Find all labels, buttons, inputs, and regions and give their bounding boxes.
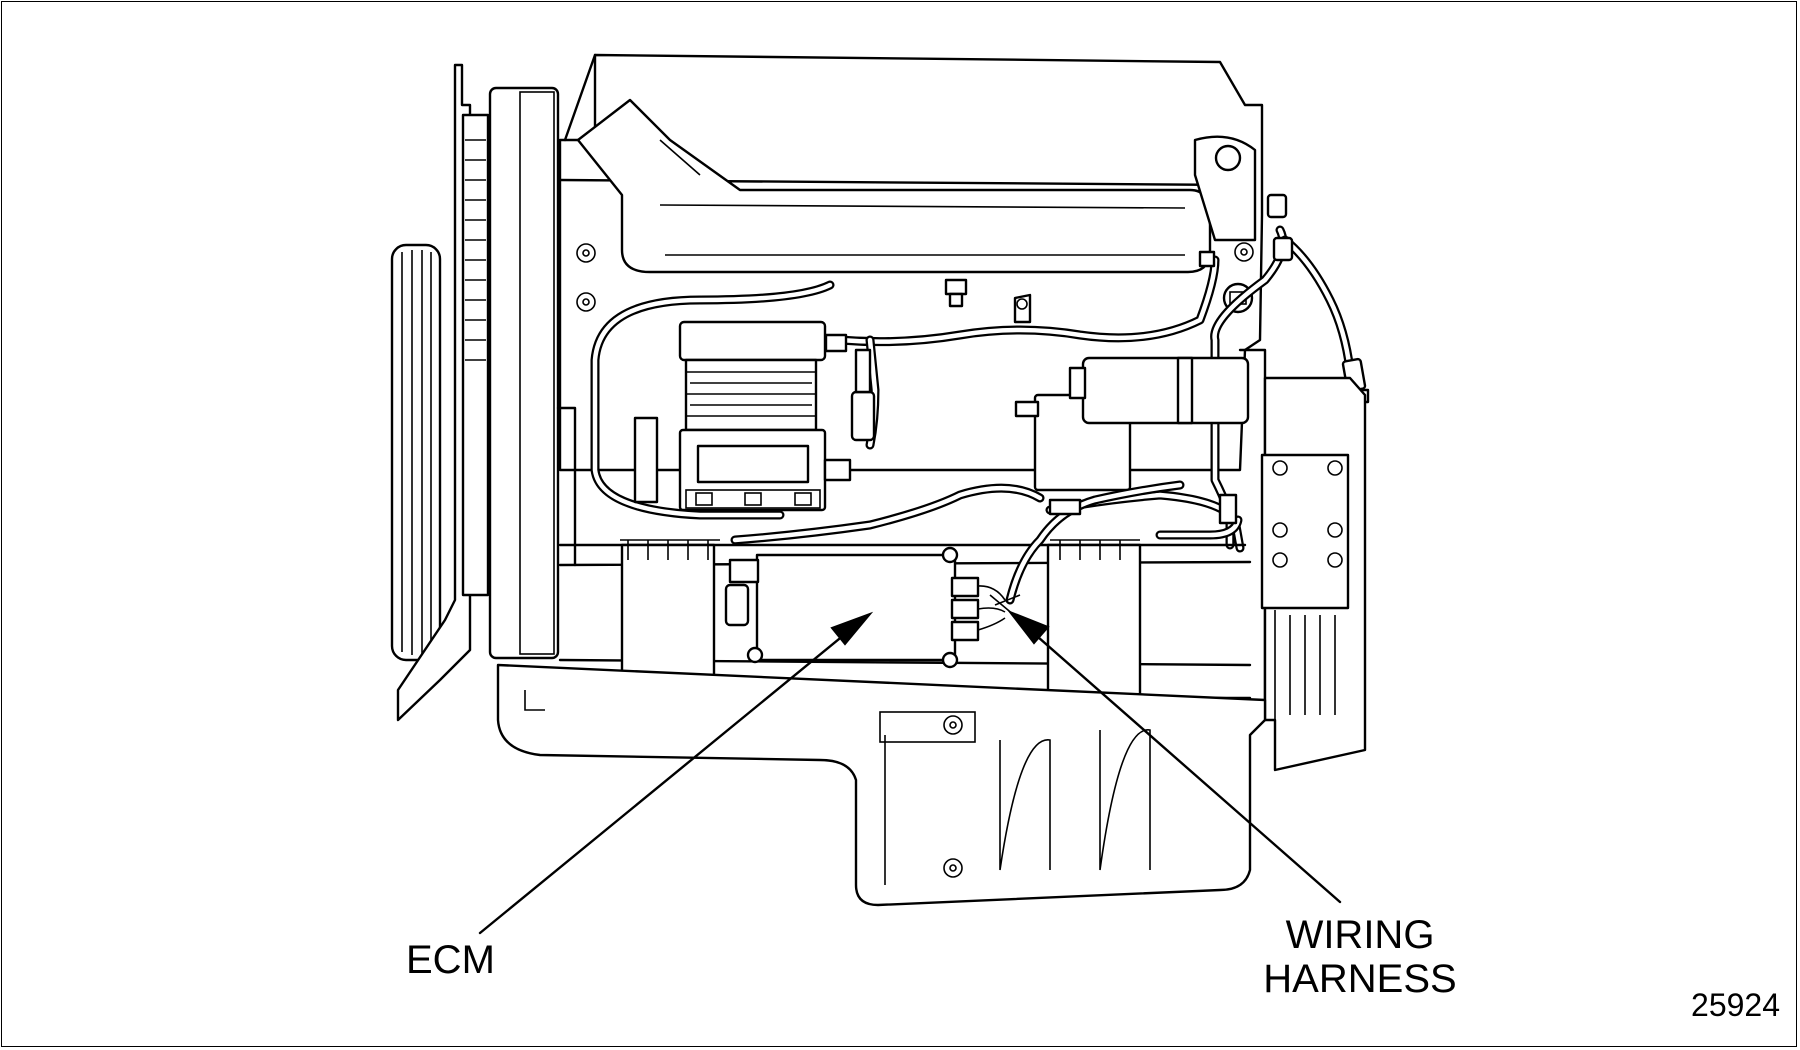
air-compressor bbox=[633, 320, 876, 512]
wiring-harness-label-line2: HARNESS bbox=[1263, 957, 1457, 1001]
block-bolts bbox=[576, 242, 1254, 324]
ecm-module[interactable] bbox=[724, 546, 980, 669]
figure-number: 25924 bbox=[1691, 987, 1780, 1023]
lifting-eye bbox=[1193, 135, 1257, 314]
ecm-leader-arrow bbox=[478, 611, 874, 935]
oil-pan bbox=[496, 663, 1267, 907]
wiring-harness-leader-arrow bbox=[1006, 609, 1342, 904]
flywheel-housing bbox=[1260, 376, 1367, 772]
wiring-harness-label: WIRING HARNESS bbox=[1255, 913, 1465, 1001]
fuel-filter-module bbox=[1014, 356, 1250, 492]
ecm-label: ECM bbox=[406, 938, 495, 982]
front-bracket bbox=[396, 63, 490, 722]
wiring-harness-label-line1: WIRING bbox=[1285, 913, 1435, 957]
crankshaft-pulley bbox=[390, 243, 442, 662]
gear-case-cover bbox=[488, 86, 560, 660]
